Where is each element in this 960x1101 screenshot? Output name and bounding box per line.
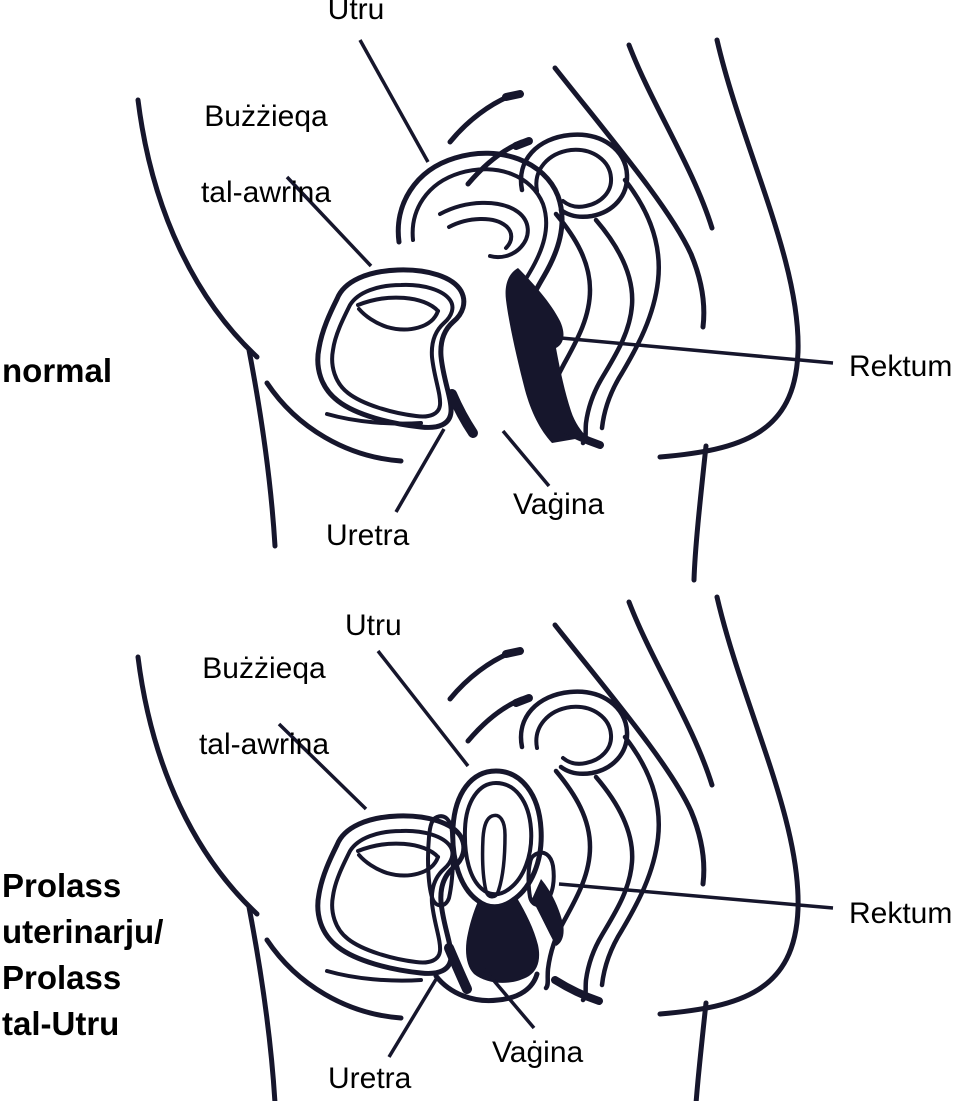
urethra-canal-line: [444, 943, 472, 994]
leader-rectum-bottom: [558, 882, 834, 910]
urethra-canal-line: [447, 389, 478, 438]
leader-urethra-top: [394, 428, 446, 513]
panel-title-normal: normal: [2, 352, 113, 389]
panel-title-prolapse-line4: tal-Utru: [2, 1005, 120, 1042]
prolapsed-uterine-cavity: [480, 813, 507, 899]
prolapse-bulge-fill: [466, 898, 540, 983]
label-uterus-top: Utru: [327, 0, 385, 26]
leader-rectum-top: [560, 336, 834, 365]
label-uterus-bottom: Utru: [345, 609, 402, 642]
label-bladder-top: Bużżieqa tal-awrina: [186, 98, 346, 212]
leader-urethra-bottom: [387, 975, 440, 1058]
leader-vagina-bottom: [482, 967, 536, 1030]
panel-title-prolapse-line1: Prolass: [2, 867, 122, 904]
leader-uterus-top: [358, 39, 430, 163]
label-bladder-bottom-line2: tal-awrina: [198, 728, 330, 761]
leader-lines: [277, 39, 834, 1058]
prolapse-anatomy-drawing: [138, 597, 798, 1101]
normal-anatomy-drawing: [138, 40, 798, 580]
label-bladder-top-line1: Bużżieqa: [204, 100, 328, 133]
uterine-cavity-line-b: [447, 217, 514, 250]
panel-title-prolapse-line3: Prolass: [2, 959, 122, 996]
label-vagina-bottom: Vaġina: [492, 1036, 584, 1069]
panel-title-prolapse: Prolass uterinarju/ Prolass tal-Utru: [2, 863, 163, 1047]
everted-vaginal-wall-left: [426, 814, 455, 908]
panel-title-prolapse-line2: uterinarju/: [2, 913, 164, 950]
prolapsed-uterus-inner-contour: [462, 781, 534, 897]
rectovaginal-shadow-fill: [532, 879, 564, 946]
anal-canal-line: [551, 976, 603, 1005]
vagina-canal-fill: [505, 268, 587, 443]
anal-canal-line: [552, 420, 604, 449]
introitus-bulge-outline: [433, 971, 540, 1004]
label-bladder-bottom: Bużżieqa tal-awrina: [184, 650, 344, 764]
uterus-outer-contour: [395, 150, 565, 325]
label-vagina-top: Vaġina: [513, 488, 605, 521]
leader-bladder-bottom: [277, 722, 368, 811]
leader-uterus-bottom: [376, 649, 470, 768]
leader-vagina-top: [501, 429, 551, 488]
label-bladder-top-line2: tal-awrina: [200, 176, 332, 209]
leader-bladder-top: [285, 175, 373, 268]
label-rectum-bottom: Rektum: [849, 897, 953, 930]
uterine-cavity-line-a: [438, 200, 530, 260]
label-rectum-top: Rektum: [849, 350, 953, 383]
label-urethra-bottom: Uretra: [328, 1062, 412, 1095]
label-bladder-bottom-line1: Bużżieqa: [202, 652, 326, 685]
label-urethra-top: Uretra: [326, 519, 410, 552]
